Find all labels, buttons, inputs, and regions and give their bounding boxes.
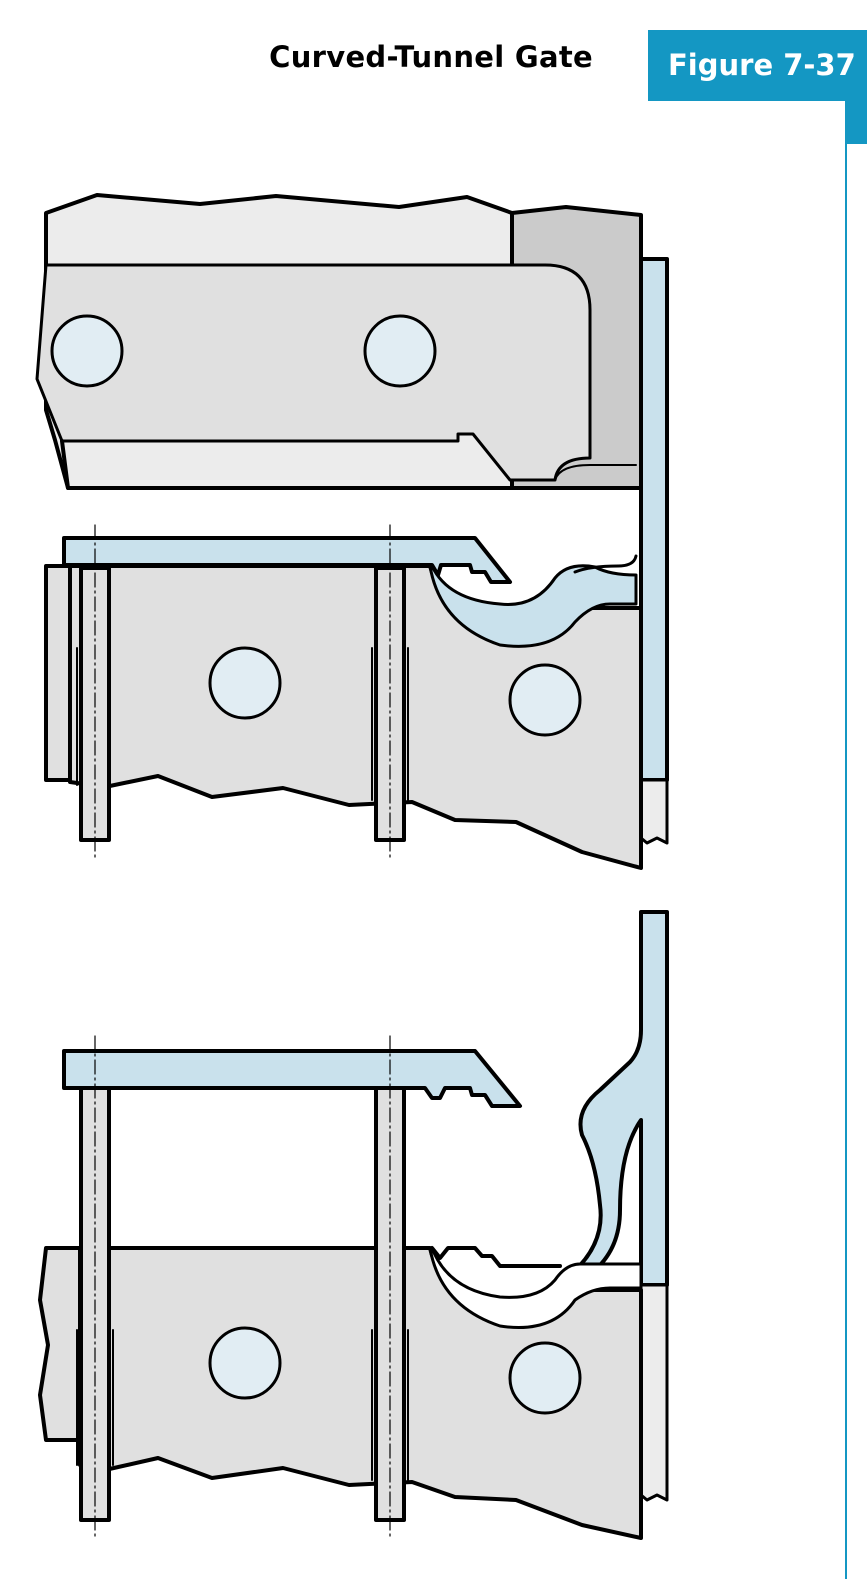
- figure-label-tab: Figure 7-37: [648, 30, 867, 101]
- page-title: Curved-Tunnel Gate: [269, 40, 593, 74]
- open-mold-view: [38, 910, 669, 1540]
- vertical-part-closed: [639, 257, 669, 782]
- upper-guide-pin-left: [50, 314, 124, 388]
- figure-side-rule-inner: [847, 144, 867, 1579]
- lower-guide-pin-left-closed: [208, 646, 282, 720]
- runner-plate-closed: [62, 536, 512, 584]
- tunnel-runner-junction: [573, 554, 638, 574]
- vertical-part-open: [558, 910, 669, 1287]
- empty-curved-tunnel: [428, 1246, 643, 1330]
- vertical-part-open-lower: [639, 1283, 669, 1502]
- lower-block-open: [38, 1246, 82, 1442]
- lower-guide-pin-right-closed: [508, 663, 582, 737]
- upper-plate-lower-edge: [60, 439, 643, 490]
- lower-guide-pin-left-open: [208, 1326, 282, 1400]
- ejector-pin-right-closed: [371, 524, 409, 859]
- upper-plate-body: [35, 263, 592, 482]
- ejector-pin-left-closed: [76, 524, 111, 859]
- insert-inner-line: [554, 464, 637, 481]
- lower-block-closed: [44, 564, 72, 782]
- ejector-pin-right-open: [371, 1035, 409, 1539]
- vertical-part-closed-lower: [639, 778, 669, 845]
- tunnel-notch-open: [430, 1246, 562, 1268]
- lower-guide-pin-right-open: [508, 1341, 582, 1415]
- curved-tunnel-runner-closed: [428, 564, 638, 648]
- ejector-pin-left-open: [76, 1035, 114, 1539]
- upper-guide-pin-right: [363, 314, 437, 388]
- runner-plate-open: [62, 1049, 522, 1108]
- closed-mold-view: [35, 193, 669, 870]
